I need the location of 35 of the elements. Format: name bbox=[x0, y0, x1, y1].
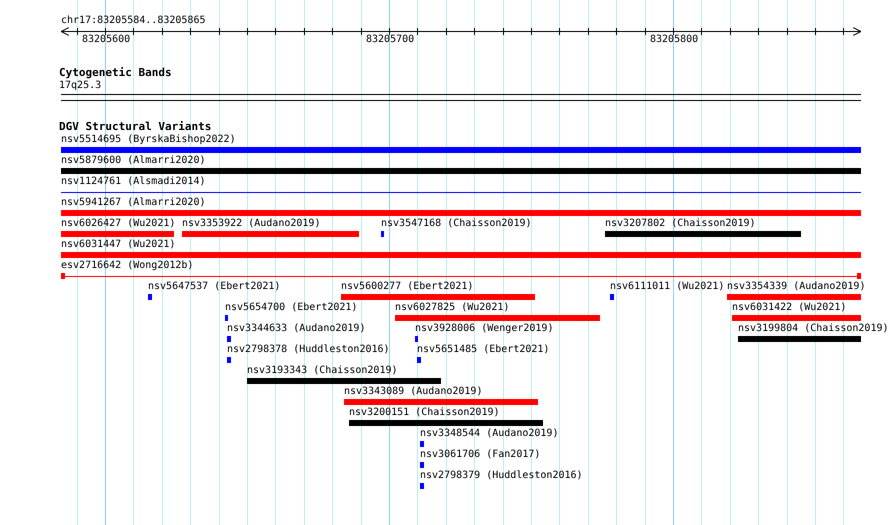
variant-label: nsv5651485 (Ebert2021) bbox=[417, 344, 550, 356]
variant-label: nsv3200151 (Chaisson2019) bbox=[349, 407, 500, 419]
variant-label: nsv5879600 (Almarri2020) bbox=[61, 155, 206, 167]
variant-label: nsv3343089 (Audano2019) bbox=[344, 386, 482, 398]
variant-label: nsv6026427 (Wu2021) bbox=[61, 218, 176, 230]
variant-label: nsv2798378 (Huddleston2016) bbox=[227, 344, 390, 356]
axis-tick-label: 83205700 bbox=[366, 34, 414, 46]
variant-label: nsv3061706 (Fan2017) bbox=[420, 449, 540, 461]
variant-label: nsv3199804 (Chaisson2019) bbox=[738, 323, 889, 335]
variant-label: nsv1124761 (Alsmadi2014) bbox=[61, 176, 206, 188]
variant-label: nsv3344633 (Audano2019) bbox=[227, 323, 366, 335]
track-title: Cytogenetic Bands bbox=[59, 67, 172, 79]
variant-label: nsv5600277 (Ebert2021) bbox=[341, 281, 474, 293]
axis-tick-label: 83205600 bbox=[82, 34, 130, 46]
variant-label: nsv3547168 (Chaisson2019) bbox=[381, 218, 532, 230]
variant-label: nsv6031422 (Wu2021) bbox=[732, 302, 846, 314]
variant-label: nsv5514695 (ByrskaBishop2022) bbox=[61, 134, 236, 146]
variant-label: nsv5654700 (Ebert2021) bbox=[225, 302, 358, 314]
variant-label: nsv3353922 (Audano2019) bbox=[182, 218, 320, 230]
band-label: 17q25.3 bbox=[59, 80, 102, 92]
region-coordinates: chr17:83205584..83205865 bbox=[61, 15, 206, 27]
variant-label: nsv3348544 (Audano2019) bbox=[420, 428, 558, 440]
track-title: DGV Structural Variants bbox=[59, 121, 212, 133]
variant-label: esv2716642 (Wong2012b) bbox=[61, 260, 194, 272]
variant-label: nsv2798379 (Huddleston2016) bbox=[420, 470, 583, 482]
variant-label: nsv5647537 (Ebert2021) bbox=[148, 281, 280, 293]
variant-label: nsv5941267 (Almarri2020) bbox=[61, 197, 206, 209]
variant-label: nsv3928006 (Wenger2019) bbox=[415, 323, 554, 335]
variant-label: nsv3207802 (Chaisson2019) bbox=[605, 218, 756, 230]
variant-label: nsv3354339 (Audano2019) bbox=[727, 281, 866, 293]
variant-label: nsv6111011 (Wu2021) bbox=[610, 281, 724, 293]
axis-tick-label: 83205800 bbox=[650, 34, 698, 46]
variant-label: nsv6027825 (Wu2021) bbox=[395, 302, 510, 314]
variant-label: nsv3193343 (Chaisson2019) bbox=[247, 365, 398, 377]
variant-label: nsv6031447 (Wu2021) bbox=[61, 239, 176, 251]
